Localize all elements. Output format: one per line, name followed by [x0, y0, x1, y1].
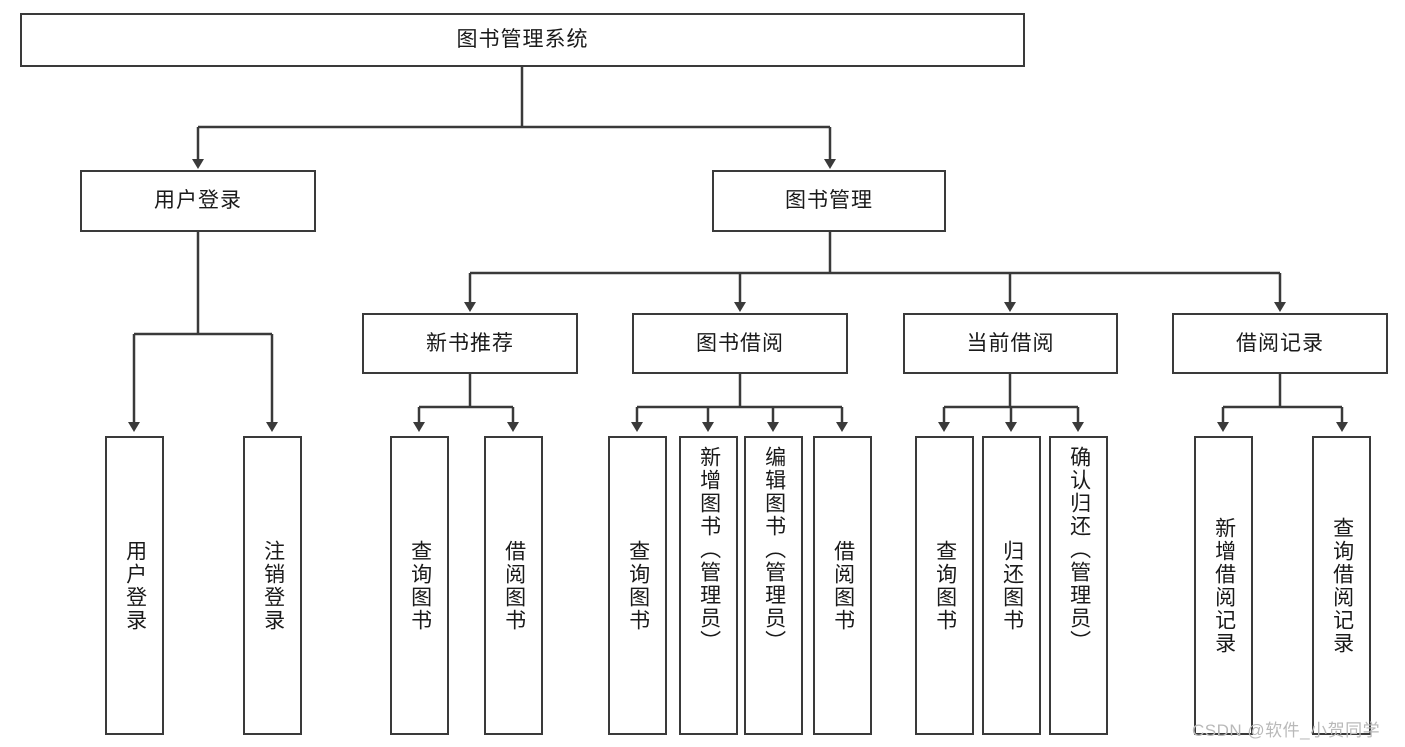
node-user-login[interactable]: 用户登录	[80, 170, 316, 232]
leaf-return-book[interactable]: 归还图书	[982, 436, 1041, 735]
node-label: 新增借阅记录	[1212, 516, 1236, 655]
node-current-borrow[interactable]: 当前借阅	[903, 313, 1118, 374]
node-label: 借阅记录	[1236, 331, 1324, 355]
node-label: 归还图书	[1000, 539, 1024, 632]
node-label: 新书推荐	[426, 331, 514, 355]
leaf-edit-book-admin[interactable]: 编辑图书（管理员）	[744, 436, 803, 735]
leaf-add-book-admin[interactable]: 新增图书（管理员）	[679, 436, 738, 735]
leaf-borrow-book-recommend[interactable]: 借阅图书	[484, 436, 543, 735]
node-new-book-recommend[interactable]: 新书推荐	[362, 313, 578, 374]
node-label: 借阅图书	[502, 539, 526, 632]
node-root-system[interactable]: 图书管理系统	[20, 13, 1025, 67]
node-book-management[interactable]: 图书管理	[712, 170, 946, 232]
leaf-query-book-current[interactable]: 查询图书	[915, 436, 974, 735]
node-label: 图书管理系统	[456, 28, 589, 52]
leaf-query-borrow-record[interactable]: 查询借阅记录	[1312, 436, 1371, 735]
node-borrow-records[interactable]: 借阅记录	[1172, 313, 1388, 374]
leaf-query-book-borrow[interactable]: 查询图书	[608, 436, 667, 735]
node-label: 新增图书（管理员）	[697, 446, 721, 653]
watermark: CSDN @软件_小贺同学	[1192, 721, 1381, 740]
node-label: 注销登录	[261, 539, 285, 632]
node-label: 查询图书	[933, 539, 957, 632]
leaf-borrow-book[interactable]: 借阅图书	[813, 436, 872, 735]
node-label: 图书借阅	[696, 331, 784, 355]
node-label: 图书管理	[785, 189, 873, 213]
node-label: 用户登录	[123, 539, 147, 632]
node-label: 用户登录	[154, 189, 242, 213]
node-label: 查询借阅记录	[1330, 516, 1354, 655]
node-label: 借阅图书	[831, 539, 855, 632]
leaf-add-borrow-record[interactable]: 新增借阅记录	[1194, 436, 1253, 735]
node-book-borrow[interactable]: 图书借阅	[632, 313, 848, 374]
leaf-logout[interactable]: 注销登录	[243, 436, 302, 735]
leaf-confirm-return-admin[interactable]: 确认归还（管理员）	[1049, 436, 1108, 735]
node-label: 查询图书	[626, 539, 650, 632]
leaf-query-book-recommend[interactable]: 查询图书	[390, 436, 449, 735]
node-label: 当前借阅	[966, 331, 1055, 355]
node-label: 查询图书	[408, 539, 432, 632]
node-label: 确认归还（管理员）	[1067, 446, 1091, 653]
leaf-user-login[interactable]: 用户登录	[105, 436, 164, 735]
node-label: 编辑图书（管理员）	[762, 446, 786, 653]
